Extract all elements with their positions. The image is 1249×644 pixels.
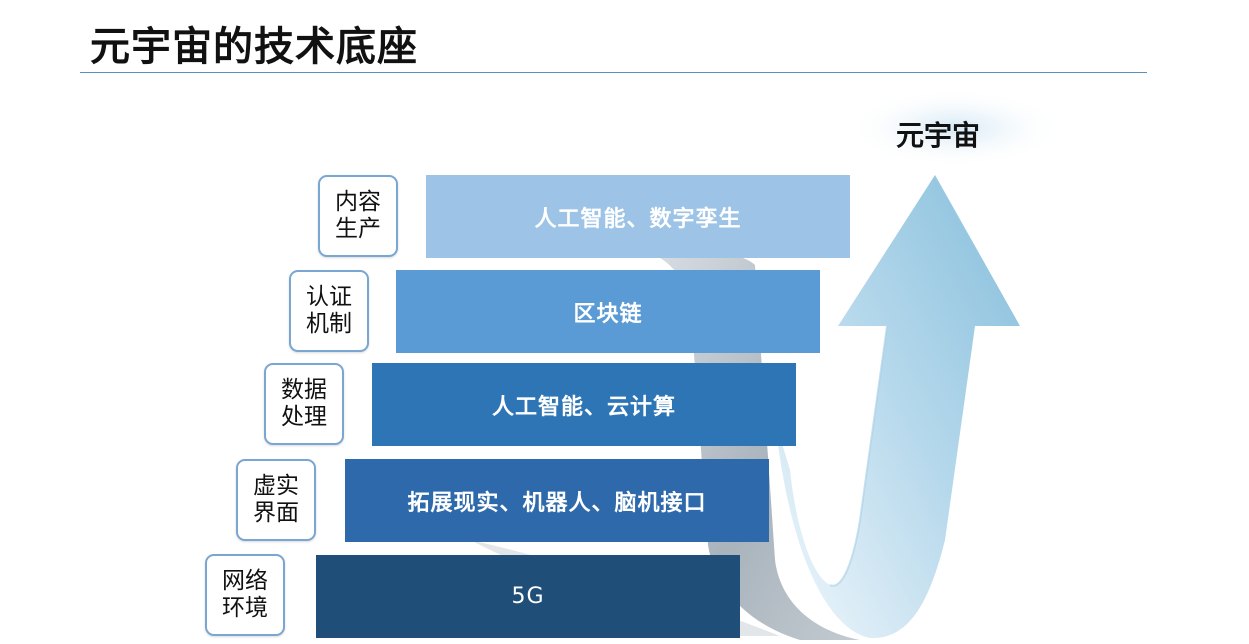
category-label-line: 生产 <box>335 216 381 242</box>
label-glow <box>845 88 1065 168</box>
category-label-network-environment: 网络 环境 <box>205 554 285 636</box>
arrow-body <box>775 175 1020 639</box>
arrow-edge <box>829 325 888 587</box>
category-label-line: 处理 <box>281 404 327 430</box>
layer-bar-content-production: 人工智能、数字孪生 <box>426 175 850 258</box>
layer-bar-virtual-real-interface: 拓展现实、机器人、脑机接口 <box>345 459 769 542</box>
category-label-authentication: 认证 机制 <box>289 270 369 352</box>
category-label-line: 数据 <box>281 377 327 403</box>
arrow-label: 元宇宙 <box>896 119 981 152</box>
category-label-virtual-real-interface: 虚实 界面 <box>236 459 316 541</box>
layer-bar-authentication: 区块链 <box>396 270 820 353</box>
page-title: 元宇宙的技术底座 <box>90 24 418 70</box>
title-divider <box>80 72 1147 73</box>
layer-bar-data-processing: 人工智能、云计算 <box>372 363 796 446</box>
category-label-line: 界面 <box>253 500 299 526</box>
layer-bar-network-environment: 5G <box>316 555 740 638</box>
category-label-line: 虚实 <box>253 473 299 499</box>
category-label-line: 网络 <box>222 568 268 594</box>
category-label-line: 内容 <box>335 189 381 215</box>
category-label-data-processing: 数据 处理 <box>264 363 344 445</box>
category-label-content-production: 内容 生产 <box>318 175 398 257</box>
category-label-line: 认证 <box>306 284 352 310</box>
category-label-line: 机制 <box>306 311 352 337</box>
category-label-line: 环境 <box>222 595 268 621</box>
